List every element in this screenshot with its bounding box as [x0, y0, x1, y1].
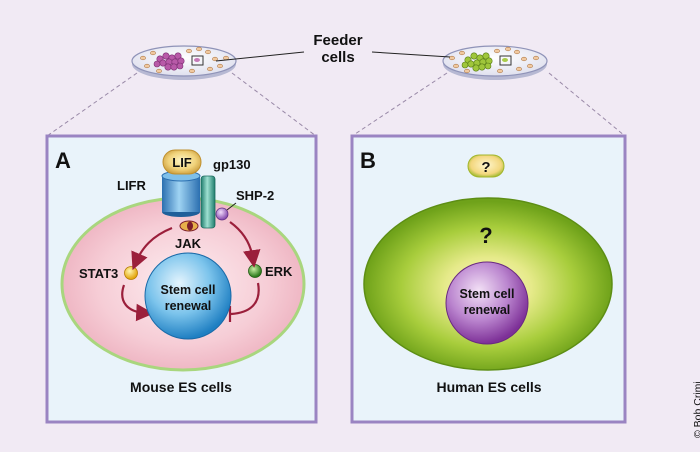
- shp2-label: SHP-2: [236, 188, 274, 203]
- jak-kinase: [179, 220, 199, 232]
- gp130-label: gp130: [213, 157, 251, 172]
- signaling-arrows: [121, 221, 261, 322]
- mouse-es-caption: Mouse ES cells: [130, 379, 232, 395]
- human-es-caption: Human ES cells: [436, 379, 541, 395]
- human-nucleus: [445, 261, 529, 345]
- panel-a-letter: A: [55, 148, 71, 173]
- feeder-cells-label-line2: cells: [321, 49, 354, 66]
- dish-inset-box: [191, 55, 204, 66]
- stem-cell-label-b-line2: renewal: [464, 303, 511, 317]
- erk-label: ERK: [265, 264, 293, 279]
- feeder-cells-dots: [140, 46, 229, 74]
- dish-inset-box: [499, 55, 512, 66]
- lif-label: LIF: [172, 155, 192, 170]
- jak-to-stat3-arrow: [131, 226, 173, 271]
- stem-cell-label-a-line1: Stem cell: [161, 283, 216, 297]
- petri-dish-human: [442, 45, 548, 80]
- feeder-cells-callout: Feeder cells: [215, 32, 451, 66]
- shp2-protein: [215, 202, 237, 221]
- feeder-cells-label-line1: Feeder: [313, 32, 362, 49]
- credit: © Bob Crimi: [681, 370, 700, 440]
- stat3-to-renewal-arrow: [121, 284, 154, 322]
- unknown-ligand: ?: [467, 154, 505, 178]
- gp130-receptor: [200, 175, 216, 229]
- mouse-nucleus: [144, 252, 232, 340]
- panel-b-letter: B: [360, 148, 376, 173]
- perspective-lines: [46, 72, 626, 137]
- stem-cell-label-b-line1: Stem cell: [460, 287, 515, 301]
- petri-dish-mouse: [131, 45, 237, 80]
- stat3-label: STAT3: [79, 266, 118, 281]
- feeder-cells-dots: [449, 46, 539, 74]
- lif-ligand: LIF: [162, 149, 202, 175]
- unknown-ligand-mark: ?: [481, 159, 490, 176]
- lifr-receptor: [161, 170, 201, 217]
- panel-b: B ? ? Stem cell renewal Human ES cells: [350, 134, 627, 424]
- human-es-colony: [461, 52, 493, 72]
- stem-cell-label-a-line2: renewal: [165, 299, 212, 313]
- jak-label: JAK: [175, 236, 202, 251]
- shp2-to-erk-arrow: [229, 221, 261, 268]
- panel-a: A LIF gp130 LIFR SHP-2 JAK: [45, 134, 318, 424]
- lifr-label: LIFR: [117, 178, 146, 193]
- credit-text: © Bob Crimi: [692, 381, 700, 438]
- unknown-pathway-mark: ?: [479, 223, 492, 248]
- stat3-protein: [124, 266, 138, 280]
- erk-protein: [248, 264, 262, 278]
- mouse-es-colony: [153, 52, 185, 71]
- erk-inhibits-renewal: [230, 282, 260, 316]
